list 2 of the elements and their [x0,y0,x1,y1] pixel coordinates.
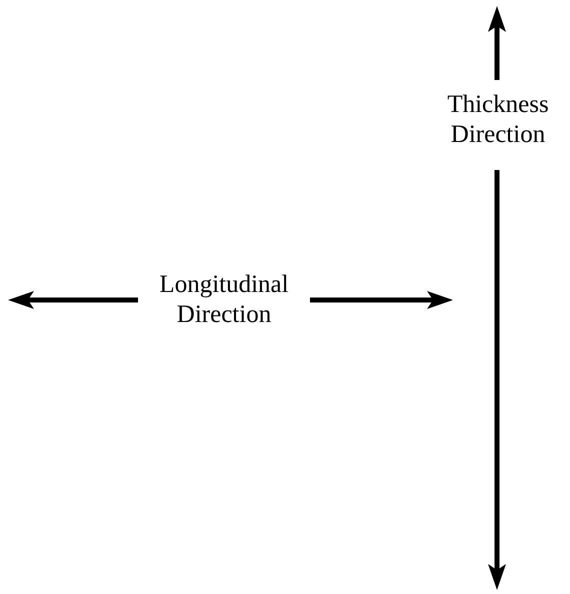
direction-label: Longitudinal Direction [158,270,290,330]
direction-label: Thickness Direction [446,90,550,150]
